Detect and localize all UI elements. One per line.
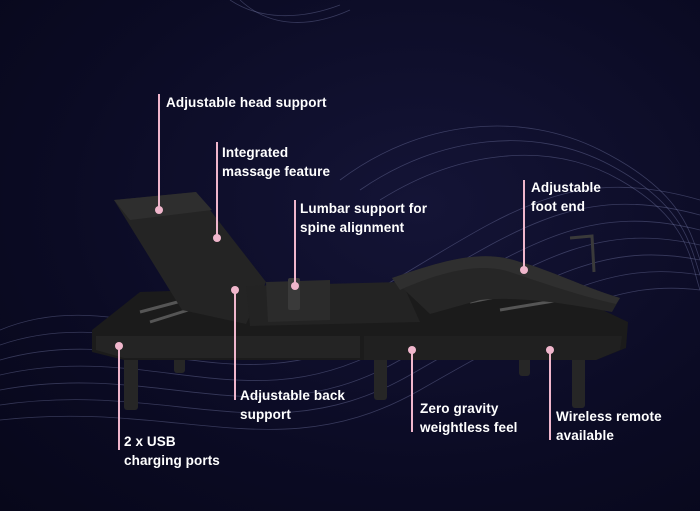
callout-wireless-remote: Wireless remote available [556, 409, 662, 443]
head-support-pointer-line [158, 94, 160, 210]
callout-adjustable-head-support: Adjustable head support [166, 95, 327, 110]
zero-gravity-pointer-dot [408, 346, 416, 354]
head-support-pointer-dot [155, 206, 163, 214]
callout-zero-gravity: Zero gravity weightless feel [420, 401, 518, 435]
back-support-pointer-line [234, 290, 236, 400]
callout-lumbar-support: Lumbar support for spine alignment [300, 201, 428, 235]
wireless-remote-pointer-dot [546, 346, 554, 354]
massage-pointer-line [216, 142, 218, 238]
callout-usb-charging-ports: 2 x USB charging ports [124, 434, 220, 468]
wireless-remote-pointer-line [549, 350, 551, 440]
lumbar-pointer-dot [291, 282, 299, 290]
massage-pointer-dot [213, 234, 221, 242]
callout-adjustable-back-support: Adjustable back support [240, 388, 346, 422]
usb-ports-pointer-line [118, 346, 120, 450]
callout-integrated-massage: Integrated massage feature [222, 145, 331, 179]
usb-ports-pointer-dot [115, 342, 123, 350]
back-support-pointer-dot [231, 286, 239, 294]
zero-gravity-pointer-line [411, 350, 413, 432]
callout-adjustable-foot-end: Adjustable foot end [531, 180, 602, 214]
foot-end-pointer-line [523, 180, 525, 270]
foot-end-pointer-dot [520, 266, 528, 274]
lumbar-pointer-line [294, 200, 296, 286]
